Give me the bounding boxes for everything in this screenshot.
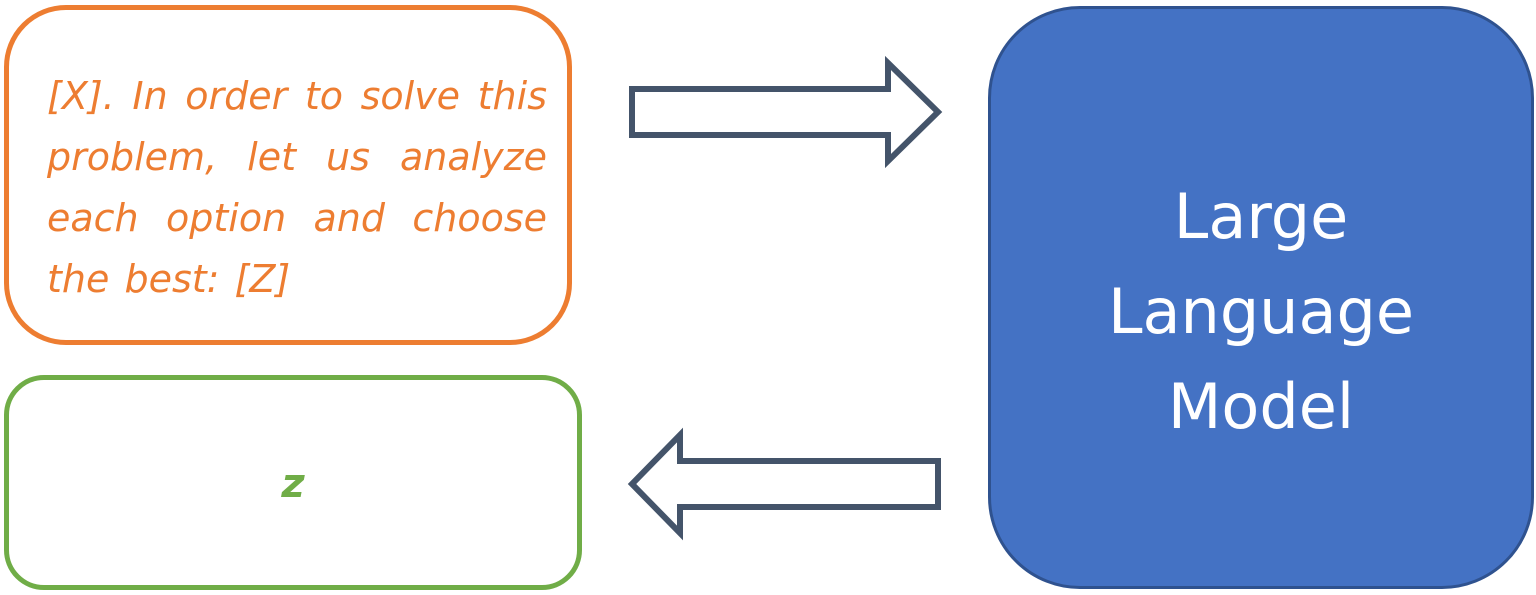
model-label: Large Language Model (991, 169, 1531, 454)
large-language-model-box: Large Language Model (988, 6, 1534, 589)
model-label-line-3: Model (1167, 370, 1355, 443)
model-label-line-1: Large (1173, 180, 1349, 253)
model-label-line-2: Language (1108, 275, 1414, 348)
prompt-box: [X]. In order to solve this problem, let… (4, 5, 572, 345)
output-text: z (281, 461, 305, 507)
output-box: z (4, 375, 582, 590)
prompt-text: [X]. In order to solve this problem, let… (47, 74, 547, 301)
